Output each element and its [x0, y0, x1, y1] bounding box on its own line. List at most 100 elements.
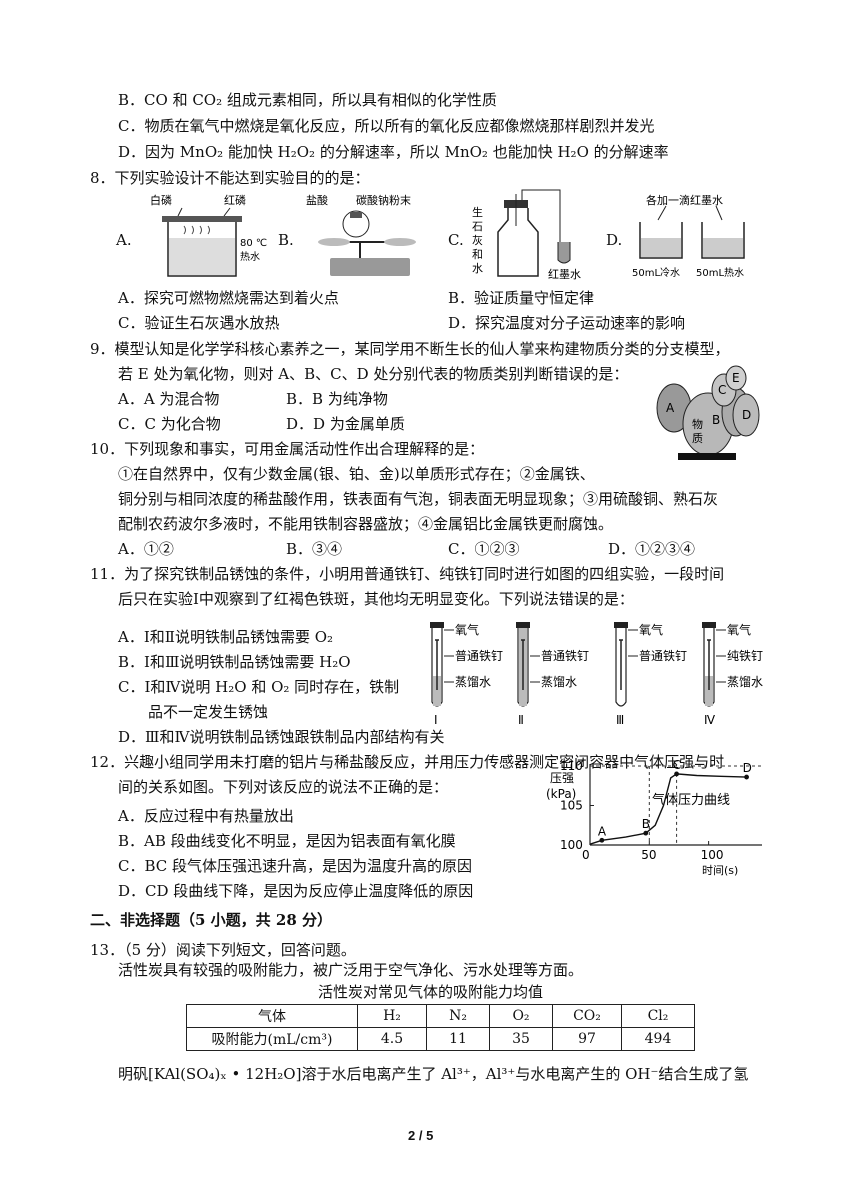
table-header-row: 气体 H₂ N₂ O₂ CO₂ Cl₂: [186, 1004, 695, 1028]
q13-table-title: 活性炭对常见气体的吸附能力均值: [318, 983, 544, 1001]
q11-option-c-line1: C．Ⅰ和Ⅳ说明 H₂O 和 O₂ 同时存在，铁制: [118, 678, 400, 696]
cactus-label-d: D: [742, 408, 751, 422]
test-tube-2: [516, 622, 530, 707]
q8-fig-letter-b: B.: [278, 231, 294, 249]
sodium-carbonate-label: 碳酸钠粉末: [356, 193, 411, 207]
q8-option-a: A．探究可燃物燃烧需达到着火点: [118, 289, 339, 307]
tube-number-4: Ⅳ: [704, 713, 715, 727]
q8-option-d: D．探究温度对分子运动速率的影响: [448, 314, 686, 332]
tube1-oxygen-label: 氧气: [455, 622, 479, 637]
quicklime-label-2: 石: [472, 220, 483, 233]
test-tube-4: [702, 622, 716, 707]
chart-point-label-c: C: [673, 760, 681, 772]
q12-option-c: C．BC 段气体压强迅速升高，是因为温度升高的原因: [118, 857, 473, 875]
test-tube-1: [430, 622, 444, 707]
tube2-nail-label: 普通铁钉: [541, 649, 589, 663]
table-cell: 吸附能力(mL/cm³): [186, 1027, 358, 1051]
q10-stem: 10．下列现象和事实，可用金属活动性作出合理解释的是：: [90, 440, 485, 458]
cactus-label-b: B: [712, 413, 720, 427]
cactus-label-a: A: [666, 401, 675, 415]
q10-line3: 配制农药波尔多液时，不能用铁制容器盛放；④金属铝比金属铁更耐腐蚀。: [118, 515, 614, 533]
cactus-word-2: 质: [692, 432, 703, 445]
tube-number-2: Ⅱ: [518, 713, 524, 727]
chart-xlabel: 时间(s): [702, 864, 738, 877]
q10-line2: 铜分别与相同浓度的稀盐酸作用，铁表面有气泡，铜表面无明显现象；③用硫酸铜、熟石灰: [118, 490, 719, 508]
q10-option-c: C．①②③: [448, 540, 520, 558]
q8-figure-d-beakers: 各加一滴红墨水 50mL冷水 50mL热水: [632, 193, 745, 279]
tube3-nail-label: 普通铁钉: [639, 649, 687, 663]
q8-fig-letter-c: C.: [448, 231, 464, 249]
q8-stem: 8．下列实验设计不能达到实验目的的是：: [90, 169, 370, 187]
tube1-water-label: 蒸馏水: [455, 675, 491, 689]
q12-stem-line2: 间的关系如图。下列对该反应的说法不正确的是：: [118, 778, 449, 796]
section-2-heading: 二、非选择题（5 小题，共 28 分）: [90, 911, 332, 929]
table-cell: 11: [426, 1027, 490, 1051]
q8-figure-c-flask: 生 石 灰 和 水 红墨水: [472, 189, 581, 281]
chart-ylabel-2: (kPa): [546, 787, 576, 801]
cactus-label-e: E: [732, 371, 740, 385]
chart-ylabel-1: 压强: [550, 771, 574, 785]
quicklime-label-1: 生: [472, 205, 483, 219]
q12-option-a: A．反应过程中有热量放出: [118, 807, 294, 825]
table-header-cell: H₂: [357, 1004, 427, 1028]
table-cell: 494: [621, 1027, 695, 1051]
test-tube-3: [614, 622, 628, 707]
q11-option-d: D．Ⅲ和Ⅳ说明铁制品锈蚀跟铁制品内部结构有关: [118, 728, 445, 746]
q13-paragraph-2: 明矾[KAl(SO₄)ₓ • 12H₂O]溶于水后电离产生了 Al³⁺，Al³⁺…: [118, 1065, 749, 1083]
q9-option-c: C．C 为化合物: [118, 415, 221, 433]
chart-y-tick-label: 100: [560, 838, 583, 852]
table-cell: 97: [552, 1027, 622, 1051]
page-number: 2 / 5: [408, 1128, 434, 1143]
q9-stem-line1: 9．模型认知是化学学科核心素养之一，某同学用不断生长的仙人掌来构建物质分类的分支…: [90, 340, 730, 358]
cold-water-label: 50mL冷水: [632, 266, 680, 279]
table-cell: 4.5: [357, 1027, 427, 1051]
q8-option-b: B．验证质量守恒定律: [448, 289, 595, 307]
chart-y-tick-label: 110: [560, 760, 583, 773]
chart-point-d: [744, 774, 749, 780]
red-ink-drop-label: 各加一滴红墨水: [646, 193, 723, 207]
quicklime-label-4: 和: [472, 248, 483, 261]
chart-series-label: 气体压力曲线: [652, 792, 730, 808]
q11-option-b: B．Ⅰ和Ⅲ说明铁制品锈蚀需要 H₂O: [118, 653, 351, 671]
q8-option-c: C．验证生石灰遇水放热: [118, 314, 280, 332]
quicklime-label-3: 灰: [472, 233, 483, 247]
chart-point-c: [674, 771, 679, 777]
cactus-label-c: C: [718, 383, 726, 397]
red-ink-label: 红墨水: [548, 268, 581, 281]
q10-option-a: A．①②: [118, 540, 174, 558]
chart-series-line: [589, 773, 747, 845]
table-header-cell: CO₂: [552, 1004, 622, 1028]
chart-x-tick-label: 50: [641, 848, 656, 862]
q10-option-d: D．①②③④: [608, 540, 696, 558]
table-header-cell: N₂: [426, 1004, 490, 1028]
chart-x-tick-label: 0: [582, 848, 590, 862]
hot-water-label-d: 50mL热水: [696, 266, 744, 279]
q8-fig-letter-a: A.: [116, 231, 132, 249]
tube2-water-label: 蒸馏水: [541, 675, 577, 689]
q11-test-tubes-figure: 氧气 普通铁钉 蒸馏水 Ⅰ 普通铁钉 蒸馏水 Ⅱ 氧气 普通铁钉 Ⅲ 氧气 纯铁…: [430, 622, 763, 727]
table-header-cell: O₂: [489, 1004, 553, 1028]
chart-point-label-b: B: [642, 817, 650, 831]
tube4-water-label: 蒸馏水: [727, 675, 763, 689]
q11-option-a: A．Ⅰ和Ⅱ说明铁制品锈蚀需要 O₂: [118, 628, 334, 646]
temperature-label: 80 ℃: [240, 238, 267, 249]
tube-number-1: Ⅰ: [434, 713, 438, 727]
q9-stem-line2: 若 E 处为氧化物，则对 A、B、C、D 处分别代表的物质类别判断错误的是：: [118, 365, 629, 383]
cactus-word-1: 物: [692, 417, 703, 431]
q13-paragraph-1: 活性炭具有较强的吸附能力，被广泛用于空气净化、污水处理等方面。: [118, 961, 584, 979]
tube1-nail-label: 普通铁钉: [455, 649, 503, 663]
q10-line1: ①在自然界中，仅有少数金属(银、铂、金)以单质形式存在；②金属铁、: [118, 465, 595, 483]
hot-water-label: 热水: [240, 250, 260, 263]
q7-option-b: B．CO 和 CO₂ 组成元素相同，所以具有相似的化学性质: [118, 91, 497, 109]
table-header-cell: 气体: [186, 1004, 358, 1028]
chart-point-b: [643, 830, 649, 836]
q9-option-a: A．A 为混合物: [118, 390, 220, 408]
q10-option-b: B．③④: [286, 540, 343, 558]
q7-option-d: D．因为 MnO₂ 能加快 H₂O₂ 的分解速率，所以 MnO₂ 也能加快 H₂…: [118, 143, 669, 161]
q11-option-c-line2: 品不一定发生锈蚀: [148, 703, 269, 721]
table-cell: 35: [489, 1027, 553, 1051]
q12-option-d: D．CD 段曲线下降，是因为反应停止温度降低的原因: [118, 882, 474, 900]
table-header-cell: Cl₂: [621, 1004, 695, 1028]
chart-point-label-a: A: [598, 824, 607, 838]
